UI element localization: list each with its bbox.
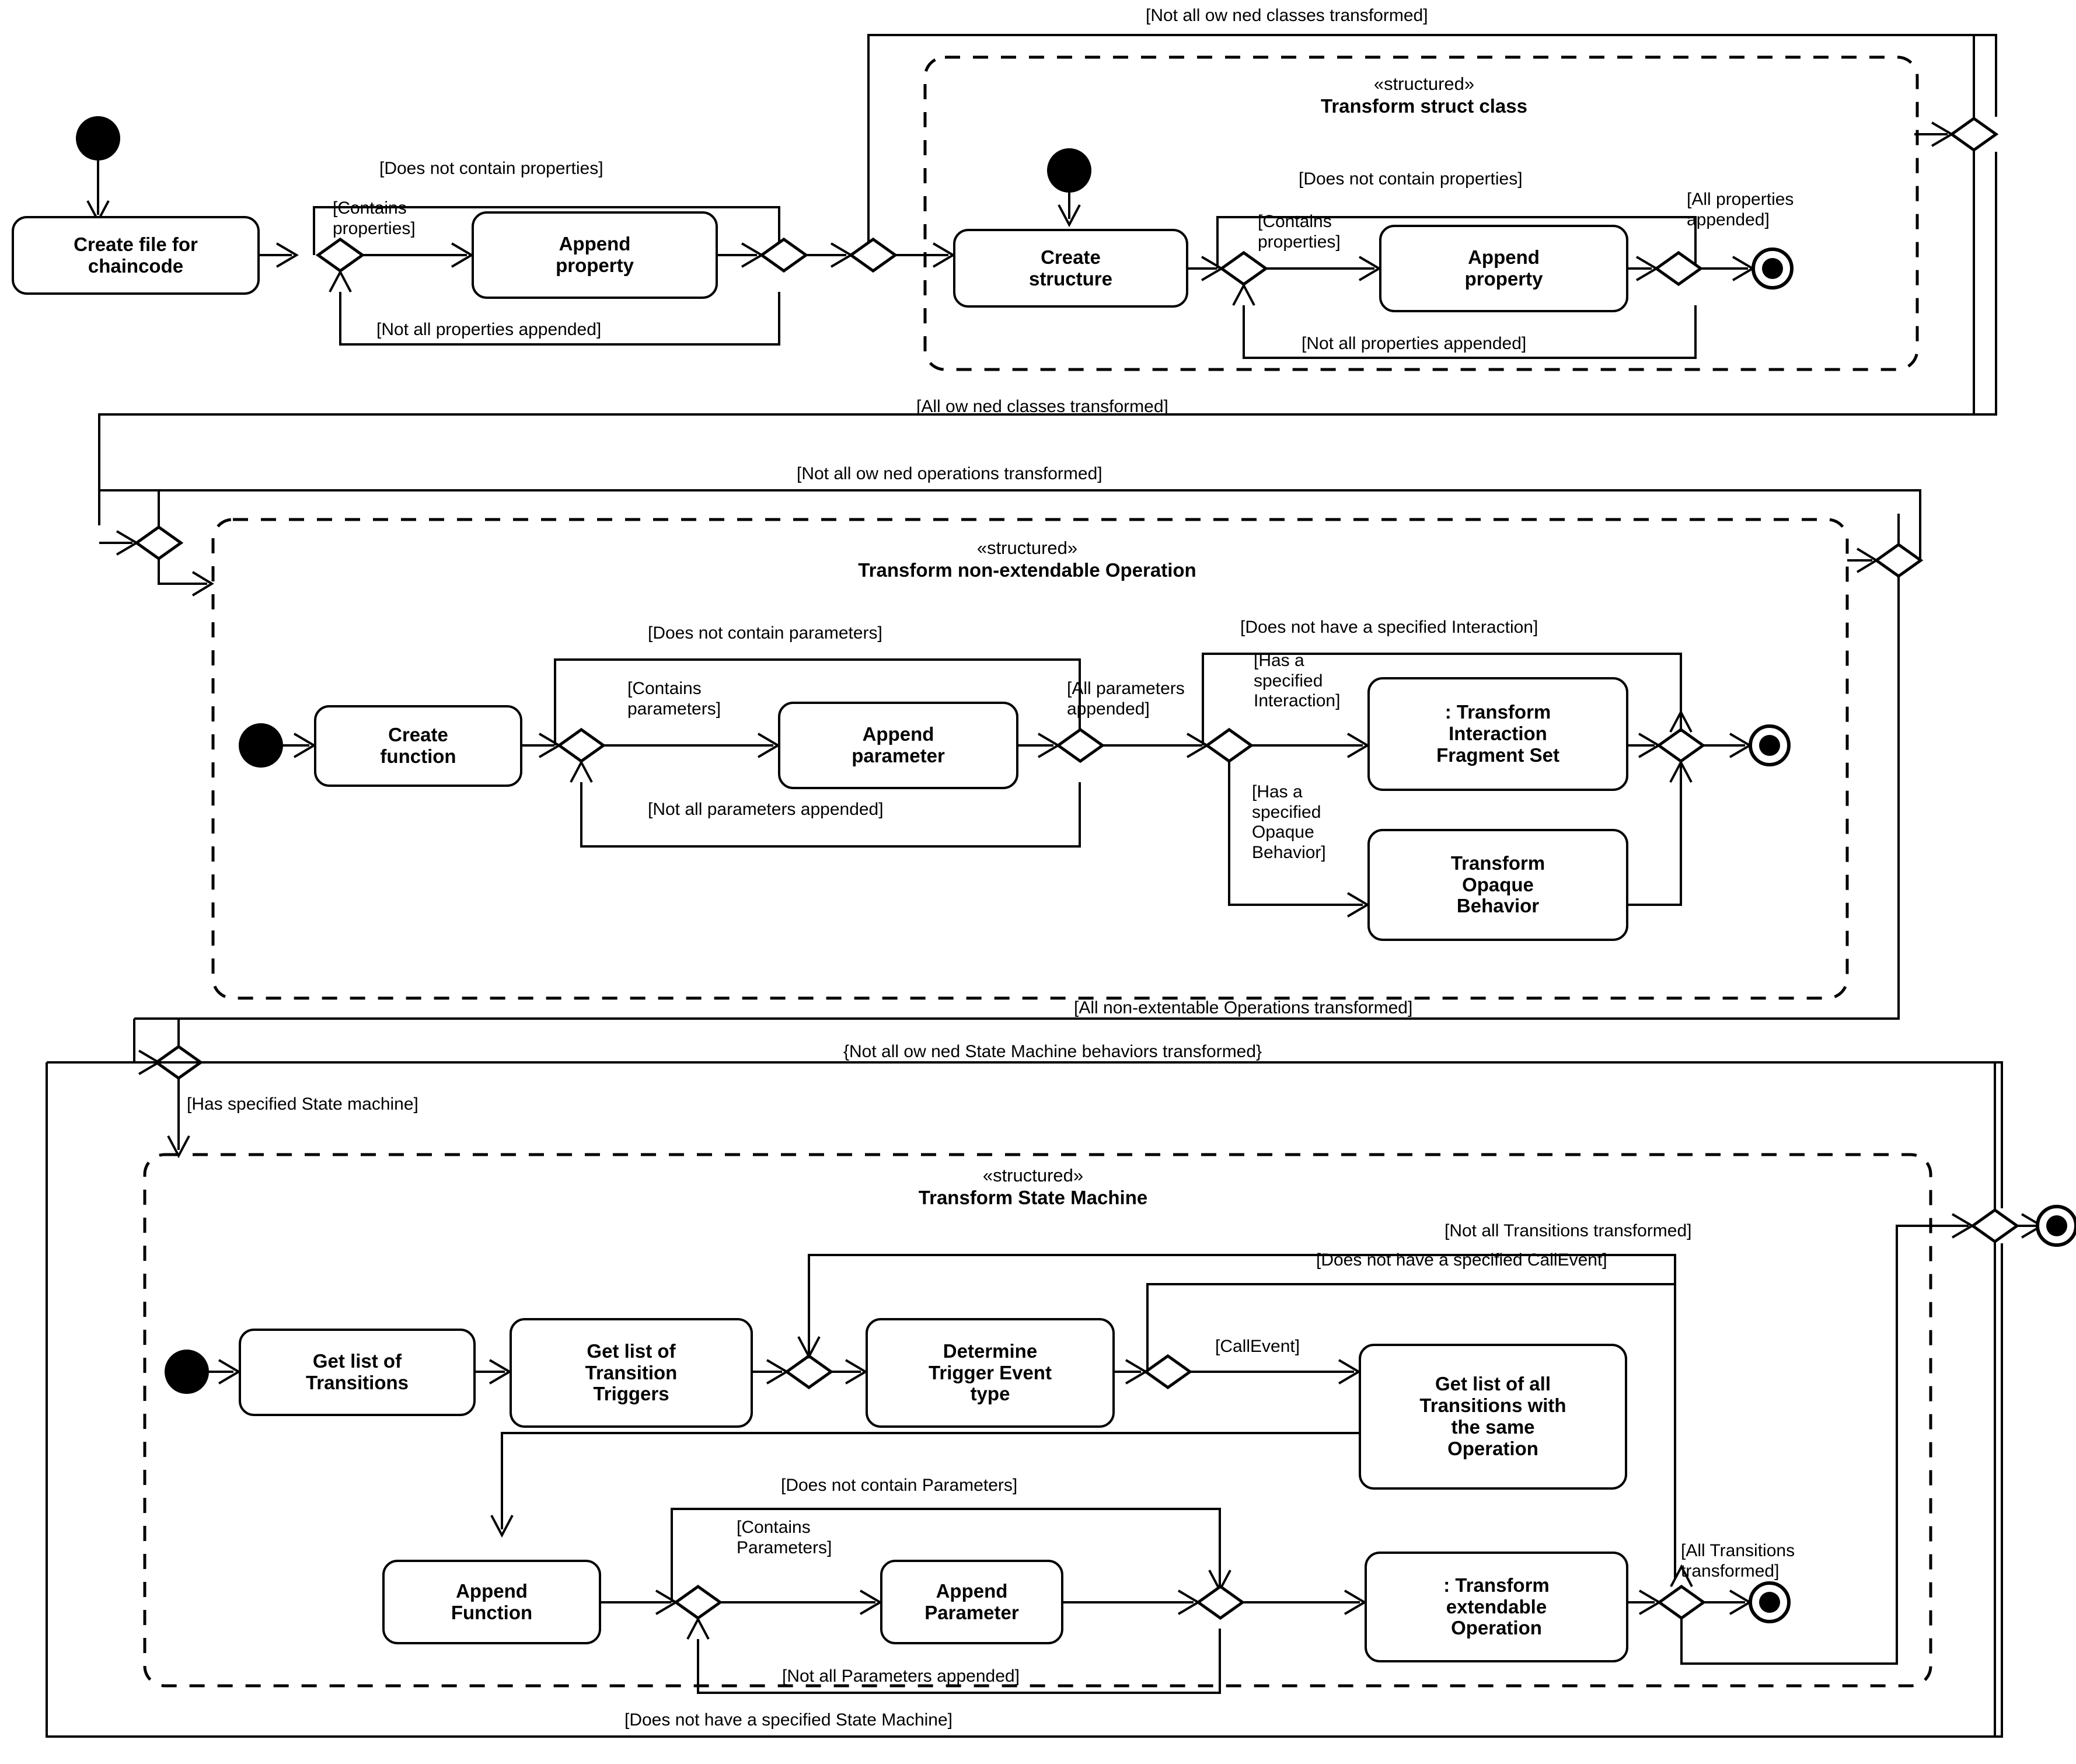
edge-does-not-contain-parameters [554,658,1081,745]
initial-node-2 [1047,148,1091,193]
merge-m1 [759,237,809,273]
section1-dashed-frame [923,55,1919,371]
section1-outer-loop [867,34,1997,254]
final-node-2-inner [1759,735,1780,756]
decision-s1-exit [1949,116,1999,152]
guard-not-all-properties-appended-2: [Not all properties appended] [1302,334,1527,353]
merge-s2-left [134,525,184,561]
guard-not-all-parameters-appended: [Not all parameters appended] [648,800,884,819]
decision-a6 [673,1584,723,1620]
label-not-all-owned-state-machine-behaviors-transformed: {Not all ow ned State Machine behaviors … [843,1042,1262,1061]
label-all-owned-classes-transformed: [All ow ned classes transformed] [916,397,1168,416]
merge-m2 [1653,250,1704,287]
stereotype-label-1: «structured» [1373,74,1475,94]
guard-does-not-have-specified-callevent: [Does not have a specified CallEvent] [1316,1250,1607,1270]
decision-a1 [315,237,365,273]
guard-callevent: [CallEvent] [1215,1337,1300,1356]
merge-m1b [848,237,898,273]
final-node-global-inner [2046,1215,2067,1236]
final-node-3-inner [1759,1592,1780,1613]
edge-not-all-properties-2 [1243,305,1697,359]
group-title-transform-non-extendable-operation: «structured» Transform non-extendable Op… [747,537,1307,582]
decision-d3 [1204,727,1254,764]
section3-box-top [47,1061,2003,1208]
merge-m7 [1656,1584,1707,1620]
label-has-specified-state-machine: [Has specified State machine] [187,1094,418,1114]
group-name-2: Transform non-extendable Operation [858,559,1196,581]
merge-m6 [1195,1584,1245,1620]
merge-s2-right [1873,542,1924,578]
edge-not-all-parameters-appended [580,782,1081,848]
guard-does-not-contain-parameters-uc: [Does not contain Parameters] [781,1476,1018,1495]
decision-a3 [556,727,606,764]
label-not-all-owned-operations-transformed: [Not all ow ned operations transformed] [797,464,1102,483]
guard-does-not-have-specified-interaction: [Does not have a specified Interaction] [1240,618,1538,637]
guard-not-all-properties-appended-1: [Not all properties appended] [376,320,602,339]
guard-not-all-transitions-transformed: [Not all Transitions transformed] [1445,1221,1692,1240]
decision-a2 [1219,250,1269,287]
label-not-all-owned-classes-transformed: [Not all ow ned classes transformed] [1146,6,1428,25]
stereotype-label-2: «structured» [976,538,1078,558]
edge-does-not-contain-properties-1 [313,206,780,255]
merge-m5 [784,1354,834,1390]
section2-dashed-frame [211,518,1849,1000]
merge-m4 [1656,727,1706,764]
guard-does-not-contain-parameters: [Does not contain parameters] [648,623,882,643]
guard-does-not-contain-properties-2: [Does not contain properties] [1299,169,1523,189]
edge-to-append-function [501,1432,1488,1529]
section3-box-left [46,1062,2003,1738]
section1-bottom-loop [98,152,1997,525]
group-title-transform-state-machine: «structured» Transform State Machine [770,1165,1296,1209]
label-all-non-extentable-operations-transformed: [All non-extentable Operations transform… [1074,998,1413,1017]
edge-not-all-properties-1 [339,292,780,346]
merge-m3 [1055,727,1105,764]
group-name-1: Transform struct class [1321,95,1527,117]
group-name-3: Transform State Machine [918,1187,1148,1209]
initial-node-1 [76,116,120,161]
stereotype-label-3: «structured» [982,1165,1084,1186]
guard-does-not-contain-properties-1: [Does not contain properties] [379,159,603,178]
edge-not-all-params-uc [697,1629,1221,1694]
section2-outer-frame [98,489,1921,525]
merge-s3-right [1970,1208,2020,1244]
group-title-transform-struct-class: «structured» Transform struct class [1161,73,1687,118]
section3-dashed-frame [143,1153,1932,1688]
edge-does-not-contain-properties-2 [1216,216,1697,269]
decision-d5 [1143,1354,1193,1390]
guard-not-all-parameters-appended-uc: [Not all Parameters appended] [782,1667,1020,1686]
initial-node-4 [165,1350,209,1394]
final-node-1-inner [1762,258,1783,279]
label-does-not-have-specified-state-machine: [Does not have a specified State Machine… [624,1710,953,1730]
edge-no-params-uc [671,1508,1221,1602]
initial-node-3 [239,723,283,768]
